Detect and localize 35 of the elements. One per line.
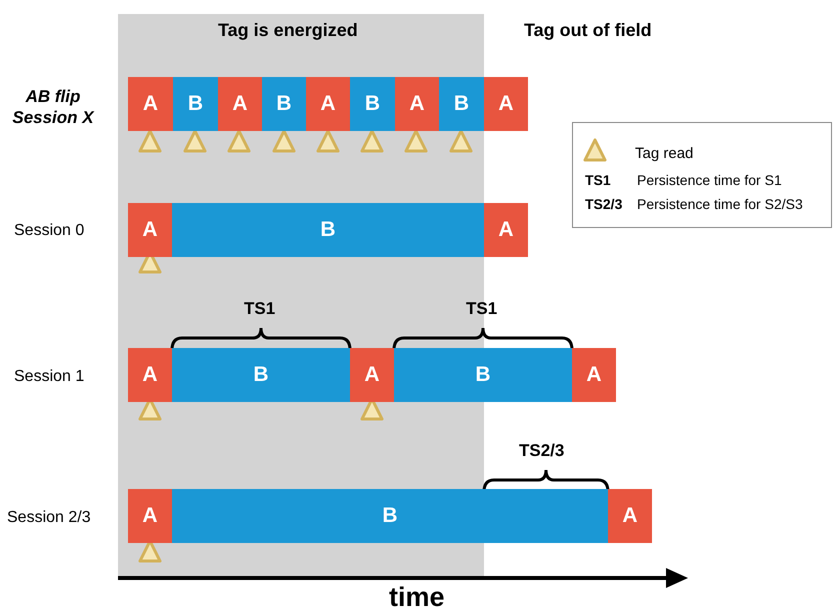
legend-symbol: TS1 <box>585 172 611 188</box>
axis-label: time <box>389 582 445 610</box>
state-segment: A <box>484 77 528 131</box>
state-segment: A <box>572 348 616 402</box>
region-heading: Tag out of field <box>524 20 652 41</box>
state-segment: B <box>350 77 395 131</box>
state-segment: A <box>350 348 394 402</box>
row-label: Session 2/3 <box>7 509 91 527</box>
state-segment: A <box>128 203 172 257</box>
state-segment: A <box>128 77 173 131</box>
state-segment: A <box>608 489 652 543</box>
state-segment: A <box>128 489 172 543</box>
state-segment: B <box>394 348 572 402</box>
duration-label: TS1 <box>466 299 498 319</box>
state-segment: B <box>439 77 484 131</box>
region-heading: Tag is energized <box>218 20 358 41</box>
state-segment: A <box>484 203 528 257</box>
description-text: Persistence time for S1 <box>637 172 782 188</box>
duration-label: TS2/3 <box>519 441 564 461</box>
legend-label: Tag read <box>635 145 694 162</box>
state-segment: A <box>128 348 172 402</box>
legend-symbol: TS2/3 <box>585 196 622 212</box>
row-label: Session 0 <box>14 222 84 240</box>
state-segment: A <box>395 77 439 131</box>
state-segment: B <box>172 348 350 402</box>
row-label: Session 1 <box>14 368 84 386</box>
description-text: Persistence time for S2/S3 <box>637 196 803 212</box>
state-segment: B <box>173 77 218 131</box>
duration-label: TS1 <box>244 299 276 319</box>
state-segment: A <box>306 77 350 131</box>
state-segment: B <box>172 489 608 543</box>
state-segment: B <box>262 77 306 131</box>
row-label: AB flip Session X <box>11 86 96 128</box>
state-segment: A <box>218 77 262 131</box>
state-segment: B <box>172 203 484 257</box>
